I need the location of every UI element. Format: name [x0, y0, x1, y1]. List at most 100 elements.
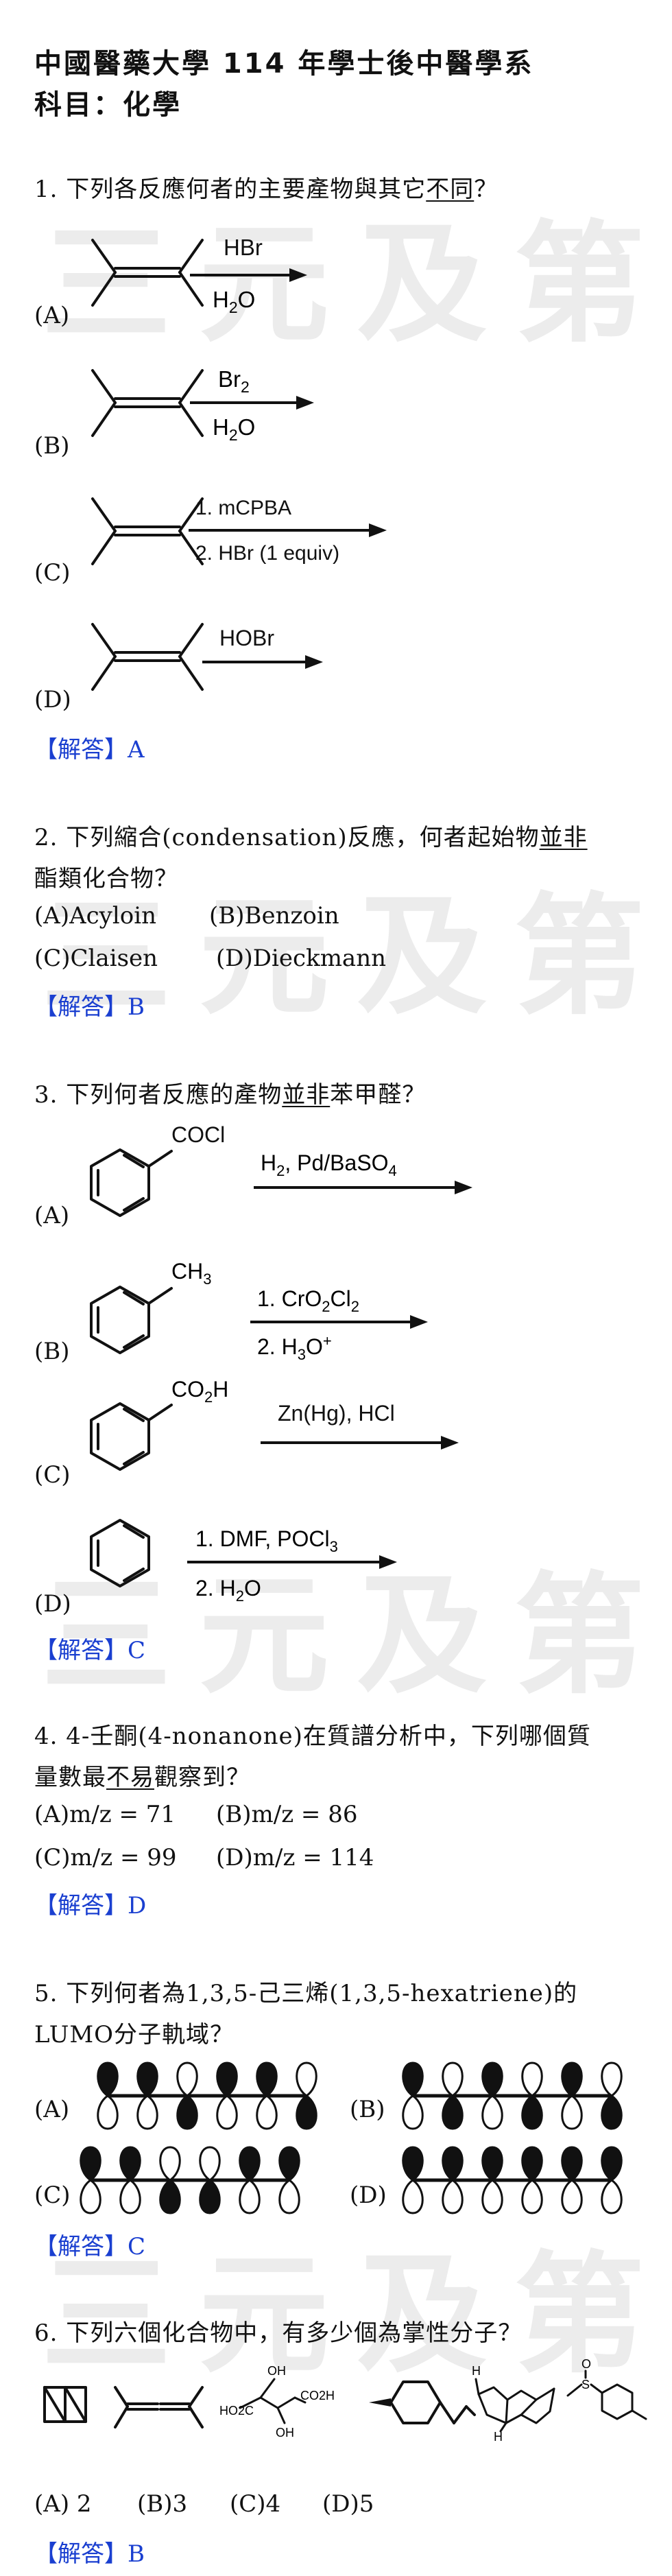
q3-option-c-reagent-top: Zn(Hg), HCl: [278, 1401, 395, 1426]
q6-compound-2: [114, 2386, 204, 2429]
p-orbital-lobe: [216, 2061, 238, 2097]
q3-option-c-group: CO2H: [171, 1377, 228, 1406]
p-orbital-lobe: [521, 2094, 543, 2130]
q1-option-d-arrow: [202, 655, 323, 669]
q5-option-b-orbital: [402, 2061, 623, 2130]
p-orbital-lobe: [402, 2179, 424, 2214]
svg-text:2. H2O: 2. H2O: [195, 1576, 261, 1605]
q3-option-b-label: (B): [34, 1338, 70, 1365]
q5-option-d-orbital: [402, 2146, 623, 2214]
p-orbital-lobe: [481, 2061, 503, 2097]
svg-text:CH3: CH3: [171, 1259, 211, 1288]
p-orbital-lobe: [442, 2179, 464, 2214]
q1-option-b-arrow: [190, 396, 314, 410]
q1-option-c-label: (C): [34, 559, 71, 587]
q5-stem: 5. 下列何者為1,3,5-己三烯(1,3,5-hexatriene)的: [34, 1980, 578, 2007]
q5-option-a-label: (A): [34, 2096, 70, 2123]
q1-option-c-arrow: [189, 523, 387, 537]
q1-option-b-alkene: [91, 369, 204, 437]
q3-option-d-benzene: [90, 1519, 150, 1587]
q2-stem: 2. 下列縮合(condensation)反應，何者起始物並非: [34, 824, 588, 851]
svg-text:H2O: H2O: [213, 414, 255, 444]
p-orbital-lobe: [442, 2094, 464, 2130]
p-orbital-lobe: [239, 2146, 261, 2182]
p-orbital-lobe: [402, 2094, 424, 2130]
p-orbital-lobe: [256, 2094, 278, 2130]
q3-option-c-benzene: [90, 1402, 173, 1471]
q6-option-c: (C)4: [230, 2490, 281, 2518]
q6-answer: 【解答】B: [34, 2540, 145, 2568]
q6-compound-6: O S: [566, 2357, 647, 2420]
p-orbital-lobe: [521, 2179, 543, 2214]
p-orbital-lobe: [199, 2179, 221, 2214]
p-orbital-lobe: [176, 2061, 198, 2097]
p-orbital-lobe: [561, 2146, 583, 2182]
q2-option-d: (D)Dieckmann: [216, 945, 386, 972]
q3-option-c-arrow: [261, 1436, 459, 1450]
q3-option-d-label: (D): [34, 1590, 71, 1618]
q3-option-a-benzene: [90, 1148, 173, 1217]
q3-option-c-label: (C): [34, 1461, 71, 1489]
q1-option-b-reagent-top: Br2: [218, 366, 250, 396]
q1-option-d-alkene: [91, 623, 204, 691]
p-orbital-lobe: [442, 2061, 464, 2097]
q3-option-a-reagent-top: H2, Pd/BaSO4: [261, 1150, 397, 1179]
p-orbital-lobe: [561, 2061, 583, 2097]
p-orbital-lobe: [278, 2179, 300, 2214]
q3-option-a-label: (A): [34, 1202, 70, 1229]
q5-option-c-orbital: [80, 2146, 300, 2214]
svg-text:CO2H: CO2H: [171, 1377, 228, 1406]
p-orbital-lobe: [481, 2094, 503, 2130]
q6-compound-1: [43, 2386, 87, 2423]
watermark: 三元及第: [41, 209, 672, 360]
watermark: 三元及第: [41, 1560, 672, 1712]
p-orbital-lobe: [521, 2061, 543, 2097]
svg-text:HO2C: HO2C: [219, 2404, 254, 2418]
p-orbital-lobe: [601, 2061, 623, 2097]
q6-option-d: (D)5: [322, 2490, 374, 2518]
p-orbital-lobe: [119, 2179, 141, 2214]
svg-text:2. H3O+: 2. H3O+: [257, 1332, 332, 1363]
p-orbital-lobe: [561, 2179, 583, 2214]
q4-option-d: (D)m/z = 114: [216, 1844, 374, 1871]
watermark: 三元及第: [41, 2239, 672, 2391]
p-orbital-lobe: [159, 2146, 181, 2182]
svg-text:Br2: Br2: [218, 366, 250, 396]
q6-stem: 6. 下列六個化合物中，有多少個為掌性分子？: [34, 2319, 523, 2347]
q6-compound-4: [369, 2380, 476, 2424]
svg-text:OH: OH: [267, 2364, 286, 2378]
svg-text:1. DMF, POCl3: 1. DMF, POCl3: [195, 1526, 338, 1555]
q3-stem: 3. 下列何者反應的產物並非苯甲醛？: [34, 1081, 427, 1109]
q3-option-b-arrow: [250, 1315, 428, 1329]
p-orbital-lobe: [481, 2146, 503, 2182]
q2-option-c: (C)Claisen: [34, 945, 158, 972]
p-orbital-lobe: [278, 2146, 300, 2182]
q3-answer: 【解答】C: [34, 1637, 146, 1664]
q3-option-b-reagent-bottom: 2. H3O+: [257, 1332, 332, 1363]
q3-option-a-arrow: [254, 1181, 472, 1194]
p-orbital-lobe: [601, 2179, 623, 2214]
q1-option-c-alkene: [91, 497, 204, 565]
q3-option-b-group: CH3: [171, 1259, 211, 1288]
q3-option-d-reagent-top: 1. DMF, POCl3: [195, 1526, 338, 1555]
q3-option-b-benzene: [90, 1286, 173, 1354]
q1-option-a-reagent-bottom: H2O: [213, 287, 255, 316]
q1-option-d-reagent-top: HOBr: [219, 626, 274, 650]
q4-option-a: (A)m/z = 71: [34, 1801, 176, 1828]
p-orbital-lobe: [296, 2094, 317, 2130]
q2-stem-line2: 酯類化合物？: [34, 865, 178, 893]
p-orbital-lobe: [601, 2094, 623, 2130]
p-orbital-lobe: [601, 2146, 623, 2182]
q1-stem: 1. 下列各反應何者的主要產物與其它不同？: [34, 176, 499, 203]
svg-text:OH: OH: [276, 2426, 294, 2439]
q1-answer: 【解答】A: [34, 736, 145, 764]
q2-answer: 【解答】B: [34, 993, 145, 1021]
q5-stem-line2: LUMO分子軌域？: [34, 2021, 235, 2048]
q4-option-b: (B)m/z = 86: [216, 1801, 358, 1828]
q1-option-a-label: (A): [34, 302, 70, 329]
p-orbital-lobe: [80, 2179, 101, 2214]
q4-option-c: (C)m/z = 99: [34, 1844, 177, 1871]
svg-text:H: H: [494, 2430, 503, 2444]
p-orbital-lobe: [402, 2146, 424, 2182]
q4-answer: 【解答】D: [34, 1892, 147, 1919]
